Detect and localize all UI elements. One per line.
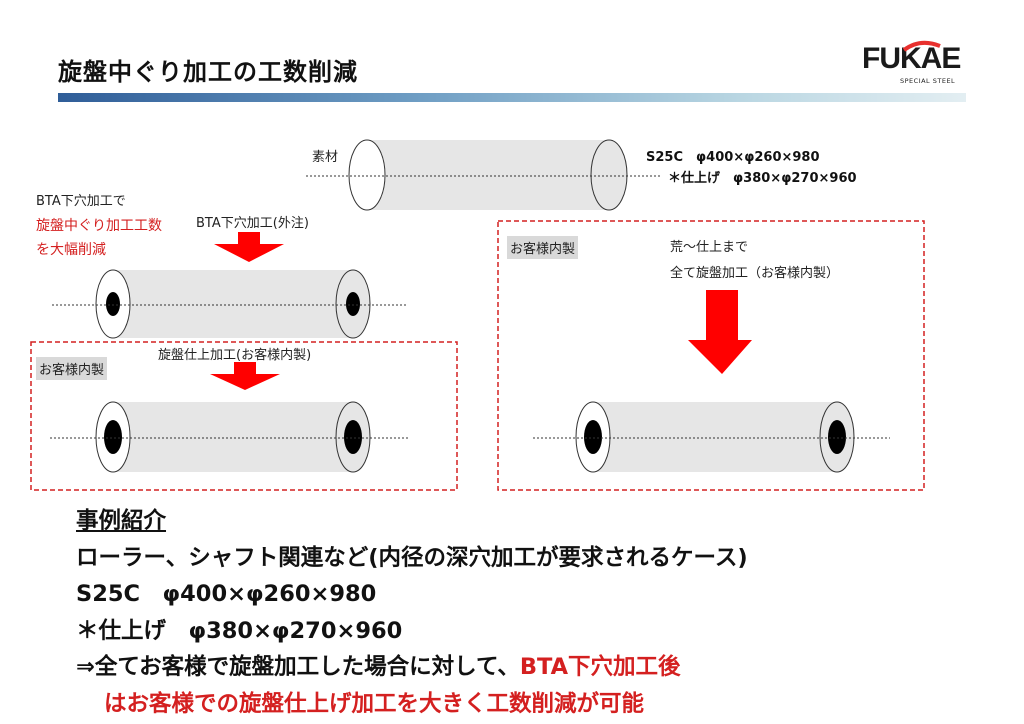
right-note-line-2: 全て旋盤加工（お客様内製） [670, 266, 840, 281]
material-spec: S25C φ400×φ260×980 [646, 150, 820, 165]
bta-process-label: BTA下穴加工(外注) [196, 216, 309, 231]
logo-swoosh-icon [902, 40, 941, 52]
left-note-line-3: を大幅削減 [36, 242, 106, 258]
summary-line-material: S25C φ400×φ260×980 [76, 581, 377, 607]
logo-wordmark: FUKAE [862, 42, 961, 75]
finish-arrow-icon [210, 362, 280, 390]
customer-badge-right: お客様内製 [507, 236, 579, 259]
summary-heading: 事例紹介 [76, 508, 167, 534]
summary-conclusion-red: BTA下穴加工後 [519, 654, 681, 680]
right-note-line-1: 荒～仕上まで [670, 240, 749, 255]
finished-pipe-right [533, 401, 890, 473]
finish-process-label: 旋盤仕上加工(お客様内製) [158, 348, 312, 363]
material-label: 素材 [312, 150, 339, 165]
summary-line-conclusion: ⇒全てお客様で旋盤加工した場合に対して、BTA下穴加工後 [76, 649, 748, 686]
customer-badge-left: お客様内製 [36, 357, 108, 380]
left-customer-box [30, 341, 458, 491]
summary-line-benefit: はお客様での旋盤仕上げ加工を大きく工数削減が可能 [104, 690, 645, 717]
bta-arrow-icon [214, 232, 284, 262]
summary-line-finish: ＊仕上げ φ380×φ270×960 [76, 617, 403, 644]
left-note-line-1: BTA下穴加工で [36, 194, 126, 209]
page-title: 旋盤中ぐり加工の工数削減 [58, 58, 358, 86]
summary-line-application: ローラー、シャフト関連など(内径の深穴加工が要求されるケース) [76, 544, 748, 571]
full-lathe-arrow-icon [688, 290, 752, 374]
left-note-line-2: 旋盤中ぐり加工工数 [36, 218, 162, 234]
bta-drilled-pipe [52, 269, 408, 339]
raw-material-pipe [306, 139, 662, 211]
finished-pipe-left [50, 401, 408, 473]
company-logo: FUKAE SPECIAL STEEL [862, 40, 972, 88]
finish-spec: ＊仕上げ φ380×φ270×960 [668, 171, 857, 186]
logo-subtitle: SPECIAL STEEL [900, 77, 956, 85]
summary-conclusion-black: ⇒全てお客様で旋盤加工した場合に対して、 [76, 654, 520, 680]
header-gradient-bar [58, 93, 966, 102]
right-customer-box [497, 220, 925, 491]
case-summary: 事例紹介 ローラー、シャフト関連など(内径の深穴加工が要求されるケース) S25… [76, 503, 748, 722]
